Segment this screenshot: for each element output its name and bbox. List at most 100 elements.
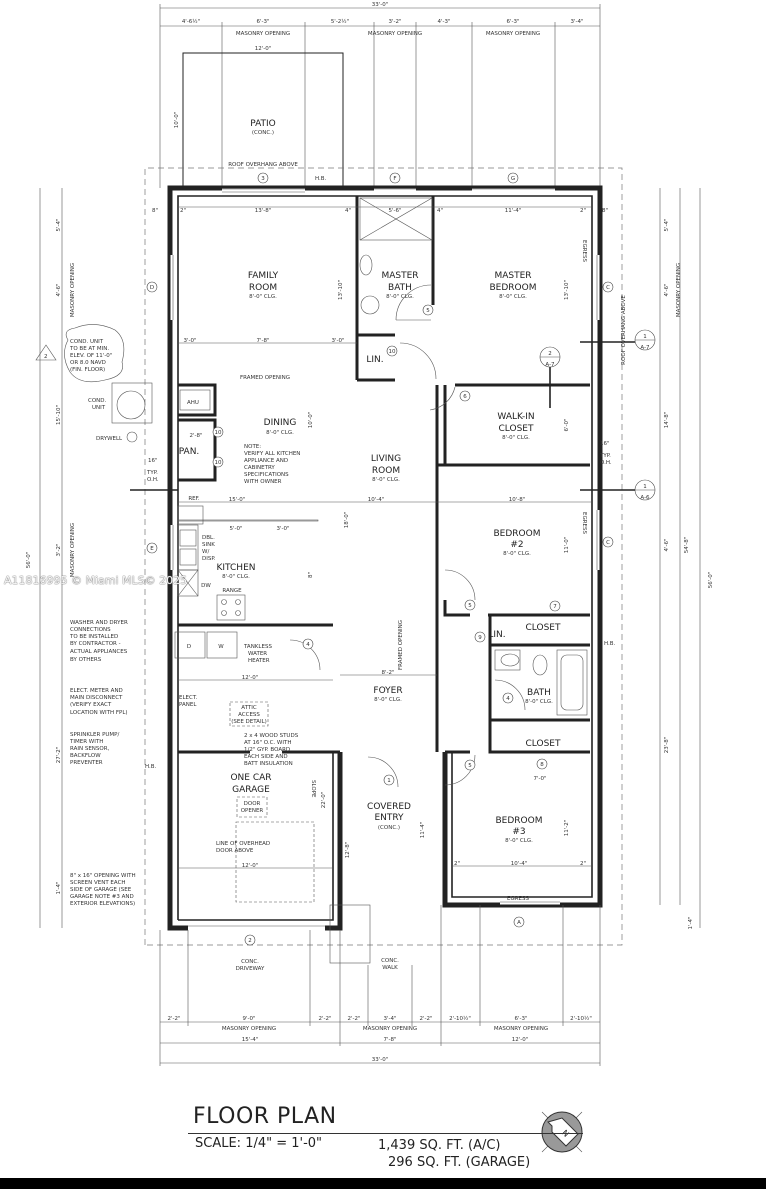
dim-label: 10'-0" <box>174 112 180 129</box>
dim-label: 23'-8" <box>664 737 670 754</box>
window-tag: F <box>393 176 396 182</box>
hose-bibb-label: H.B. <box>604 641 616 647</box>
driveway-label: CONC. <box>241 959 259 965</box>
roof-overhang-line <box>144 167 623 946</box>
room-label-master-bath: MASTER <box>381 271 418 281</box>
dim-label: 5'-2½" <box>331 18 349 25</box>
egress-label: EGRESS <box>581 512 587 535</box>
room-label-living: ROOM <box>372 466 400 476</box>
tag-markers: 3 F G D E C C A 2 1 4 5 6 5 4 5 7 8 10 1… <box>146 172 614 946</box>
door-tag: 2 <box>248 938 252 944</box>
dim-label: 2" <box>180 208 186 214</box>
room-label-garage: ONE CAR <box>230 773 271 783</box>
masonry-opening-label: MASONRY OPENING <box>494 1026 548 1032</box>
dishwasher-label: DW <box>201 583 211 589</box>
door-tag: 5 <box>468 763 472 769</box>
window-tag: C <box>606 285 610 291</box>
door-tag: 10 <box>215 430 222 436</box>
dim-label: 54'-8" <box>684 537 690 554</box>
dim-label: 56'-0" <box>708 572 714 589</box>
dim-label: 4" <box>437 208 443 214</box>
note-line: CABINETRY <box>244 465 275 471</box>
note-line: WASHER AND DRYER <box>70 620 128 626</box>
note-line: W/ <box>202 549 209 555</box>
room-label-patio: PATIO <box>250 119 276 129</box>
note-line: EACH SIDE AND <box>244 754 288 760</box>
window-tag: C <box>606 540 610 546</box>
section-sheet: A-6 <box>640 495 650 501</box>
room-label-bedroom-3: #3 <box>512 827 525 837</box>
note-line: VERIFY ALL KITCHEN <box>244 451 300 457</box>
masonry-opening-label: MASONRY OPENING <box>70 523 76 577</box>
drywell-label: DRYWELL <box>96 436 123 442</box>
dim-label: 12'-0" <box>255 46 272 52</box>
framed-opening-label: FRAMED OPENING <box>240 375 290 381</box>
note-line: OR 8.0 NAVD <box>70 360 106 366</box>
note-line: TYP. <box>146 470 158 476</box>
room-label-walk-in-closet: CLOSET <box>499 424 534 434</box>
room-label-linen: LIN. <box>488 630 505 640</box>
section-number: 1 <box>643 334 647 340</box>
note-line: COND. UNIT <box>70 339 104 345</box>
note-line: BATT INSULATION <box>244 761 293 767</box>
dim-label: 12'-0" <box>242 675 259 681</box>
door-tag: 5 <box>468 603 472 609</box>
room-sub-label: (CONC.) <box>252 130 274 136</box>
dim-label: 1'-4" <box>56 881 62 894</box>
room-label-covered-entry: COVERED <box>367 802 411 812</box>
ceiling-label: 8'-0" CLG. <box>374 697 402 703</box>
interior-walls <box>178 196 590 754</box>
ceiling-label: 8'-0" CLG. <box>386 294 414 300</box>
room-label-garage: GARAGE <box>232 785 270 795</box>
dim-label: 6'-3" <box>256 19 269 25</box>
dim-total-bottom: 33'-0" <box>372 1057 389 1063</box>
drawing-scale: SCALE: 1/4" = 1'-0" <box>195 1136 323 1151</box>
room-label-linen: LIN. <box>366 355 383 365</box>
door-tag: 6 <box>463 394 467 400</box>
ahu-label: AHU <box>187 400 199 406</box>
ceiling-label: 8'-0" CLG. <box>266 430 294 436</box>
masonry-opening-label: MASONRY OPENING <box>363 1026 417 1032</box>
room-label-master-bedroom: BEDROOM <box>490 283 537 293</box>
dim-label: 4'-3" <box>437 19 450 25</box>
room-label-bedroom-2: BEDROOM <box>494 529 541 539</box>
note-line: DOOR ABOVE <box>216 848 254 854</box>
window-tag: E <box>150 546 154 552</box>
dim-label: 6'-3" <box>506 19 519 25</box>
masonry-opening-label: MASONRY OPENING <box>222 1026 276 1032</box>
dim-label: 5'-4" <box>56 218 62 231</box>
note-line: 16" <box>600 441 610 447</box>
washer-label: W <box>218 644 224 650</box>
note-line: O.H. <box>600 460 612 466</box>
dim-label: 22'-0" <box>321 792 327 809</box>
note-line: WITH OWNER <box>244 479 282 485</box>
roof-overhang-label: ROOF OVERHANG ABOVE <box>621 295 627 365</box>
note-line: 2 x 4 WOOD STUDS <box>244 733 299 739</box>
section-number: 1 <box>643 484 647 490</box>
dim-label: 10'-0" <box>308 412 314 429</box>
masonry-opening-label: MASONRY OPENING <box>70 263 76 317</box>
window-tag: D <box>150 285 154 291</box>
masonry-opening-label: MASONRY OPENING <box>486 31 540 37</box>
note-line: ATTIC <box>241 705 257 711</box>
dim-label: 2'-2" <box>419 1016 432 1022</box>
dim-label: 13'-10" <box>564 280 570 300</box>
note-line: ACCESS <box>238 712 260 718</box>
note-line: CONNECTIONS <box>70 627 111 633</box>
section-sheet: A-7 <box>640 345 650 351</box>
door-tag: 4 <box>306 642 310 648</box>
dim-label: 4'-6" <box>56 283 62 296</box>
exterior-walls <box>167 185 603 931</box>
patio: 12'-0" 10'-0" PATIO (CONC.) ROOF OVERHAN… <box>174 46 344 189</box>
note-line: EXTERIOR ELEVATIONS) <box>70 901 135 907</box>
note-line: OPENER <box>241 808 264 814</box>
area-ac: 1,439 SQ. FT. (A/C) <box>378 1138 501 1153</box>
note-line: PANEL <box>179 702 197 708</box>
dim-label: 15'-0" <box>229 497 246 503</box>
dim-label: 3'-2" <box>56 543 62 556</box>
slope-label: SLOPE <box>310 780 316 798</box>
note-line: GARAGE NOTE #3 AND <box>70 894 134 900</box>
section-markers: 2 A-7 1 A-7 1 A-6 <box>130 329 656 501</box>
dim-label: 4'-6½" <box>182 18 200 25</box>
